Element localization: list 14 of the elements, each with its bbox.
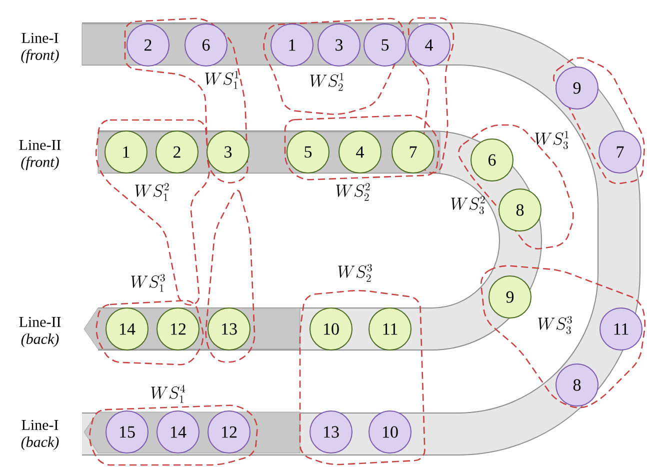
line-label: Line-I (back) (21, 420, 59, 450)
workstation-label: $WS_1^3$ (131, 274, 165, 292)
workstation-label: $WS_1^1$ (205, 70, 238, 89)
workstation-label: $WS_3^1$ (535, 130, 568, 150)
workstation-label: $WS_2^2$ (336, 182, 370, 201)
workstation-label: $WS_3^2$ (451, 196, 485, 214)
line-label: Line-I (front) (21, 32, 59, 64)
workstation-label: $WS_1^2$ (135, 182, 169, 201)
line-label: Line-II (front) (19, 140, 61, 170)
workstation-label: $WS_3^3$ (538, 316, 572, 334)
line-label: Line-II (back) (19, 316, 61, 348)
workstation-label: $WS_1^4$ (151, 384, 186, 403)
workstation-label: $WS_2^3$ (338, 264, 372, 282)
workstation-label: $WS_2^1$ (310, 72, 344, 91)
